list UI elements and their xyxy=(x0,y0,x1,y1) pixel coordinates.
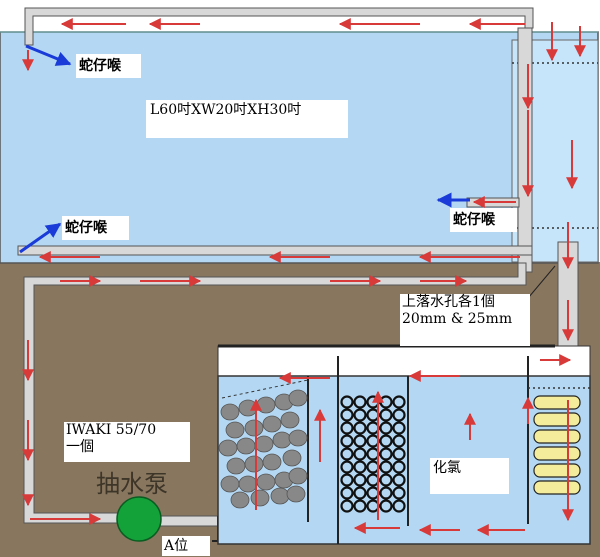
overflow-holes-line2: 20mm & 25mm xyxy=(402,311,513,327)
return-pipe-vertical xyxy=(517,27,533,273)
bio-ring-icon xyxy=(379,473,393,487)
rock-icon xyxy=(230,491,250,509)
bio-ring-icon xyxy=(340,434,354,448)
pump-icon xyxy=(116,496,162,542)
bio-ring-icon xyxy=(353,395,367,409)
bio-ring-icon xyxy=(392,473,406,487)
label-snake-valve-top-left: 蛇仔喉 xyxy=(76,54,141,78)
rock-icon xyxy=(220,475,240,493)
rock-icon xyxy=(238,399,258,417)
bio-ring-icon xyxy=(392,434,406,448)
pump-model-line2: 一個 xyxy=(66,439,94,455)
flow-arrows xyxy=(19,18,586,536)
label-pump-title: 抽水泵 xyxy=(96,470,168,498)
bio-ring-icon xyxy=(353,499,367,513)
rock-icon xyxy=(236,437,256,455)
sponge-icon xyxy=(533,395,581,410)
bio-ring-icon xyxy=(379,460,393,474)
rock-icon xyxy=(238,475,258,493)
bio-ring-icon xyxy=(340,486,354,500)
bio-ring-icon xyxy=(392,460,406,474)
bio-ring-icon xyxy=(340,473,354,487)
pump-model-line1: IWAKI 55/70 xyxy=(66,422,157,438)
label-valve-position: A位 xyxy=(162,536,210,556)
rock-icon xyxy=(262,453,282,471)
rock-icon xyxy=(256,473,276,491)
rock-icon xyxy=(272,431,292,449)
bio-ring-icon xyxy=(379,486,393,500)
sump-cover xyxy=(217,345,591,377)
bio-ring-icon xyxy=(340,408,354,422)
bio-ring-icon xyxy=(379,434,393,448)
rock-icon xyxy=(288,429,308,447)
sponge-icon xyxy=(533,429,581,444)
bio-ring-icon xyxy=(340,460,354,474)
bio-ring-icon xyxy=(379,421,393,435)
label-tank-size: L60吋XW20吋XH30吋 xyxy=(146,100,348,138)
rock-icon xyxy=(286,485,306,503)
rock-icon xyxy=(244,419,264,437)
bio-ring-icon xyxy=(392,499,406,513)
rock-icon xyxy=(288,389,308,407)
rock-chamber-slope xyxy=(221,379,309,399)
return-pipe-top xyxy=(24,7,534,46)
overflow-holes-line1: 上落水孔各1個 xyxy=(402,294,495,310)
rock-icon xyxy=(280,411,300,429)
bio-ring-icon xyxy=(340,447,354,461)
rock-icon xyxy=(218,439,238,457)
sponge-icon xyxy=(533,463,581,478)
bio-ring-icon xyxy=(353,486,367,500)
bio-ring-icon xyxy=(353,473,367,487)
bio-ring-icon xyxy=(353,421,367,435)
label-snake-valve-bottom-left: 蛇仔喉 xyxy=(62,216,129,240)
sponge-icon xyxy=(533,446,581,461)
rock-icon xyxy=(288,467,308,485)
bio-ring-icon xyxy=(379,408,393,422)
return-pipe-tank-floor xyxy=(17,245,533,256)
rock-icon xyxy=(282,449,302,467)
sponge-icon xyxy=(533,480,581,495)
bio-ring-icon xyxy=(340,395,354,409)
rock-icon xyxy=(270,487,290,505)
sponge-icon xyxy=(533,412,581,427)
rock-icon xyxy=(250,489,270,507)
bio-ring-icon xyxy=(353,434,367,448)
bio-ring-icon xyxy=(392,408,406,422)
nozzle-arrow xyxy=(25,44,72,66)
rock-icon xyxy=(226,457,246,475)
bio-ring-icon xyxy=(353,408,367,422)
label-overflow-holes: 上落水孔各1個 20mm & 25mm xyxy=(400,294,530,346)
bio-ring-icon xyxy=(340,499,354,513)
bio-ring-icon xyxy=(353,447,367,461)
nozzle-arrow xyxy=(19,222,62,254)
label-snake-valve-right: 蛇仔喉 xyxy=(450,208,517,232)
bio-ring-icon xyxy=(392,395,406,409)
bio-ring-icon xyxy=(392,447,406,461)
bio-ring-icon xyxy=(340,421,354,435)
label-chlorine: 化氯 xyxy=(430,458,509,494)
label-pump-model: IWAKI 55/70 一個 xyxy=(64,422,190,462)
rock-icon xyxy=(220,403,240,421)
rock-icon xyxy=(262,415,282,433)
rock-icon xyxy=(256,396,276,414)
rock-icon xyxy=(244,455,264,473)
rock-icon xyxy=(225,421,245,439)
rock-media xyxy=(218,389,308,509)
rock-icon xyxy=(254,435,274,453)
bio-ring-icon xyxy=(353,460,367,474)
bio-ring-icon xyxy=(392,421,406,435)
bio-ring-icon xyxy=(379,499,393,513)
bio-ring-icon xyxy=(392,486,406,500)
bio-ring-media xyxy=(340,395,406,513)
bio-ring-icon xyxy=(379,447,393,461)
